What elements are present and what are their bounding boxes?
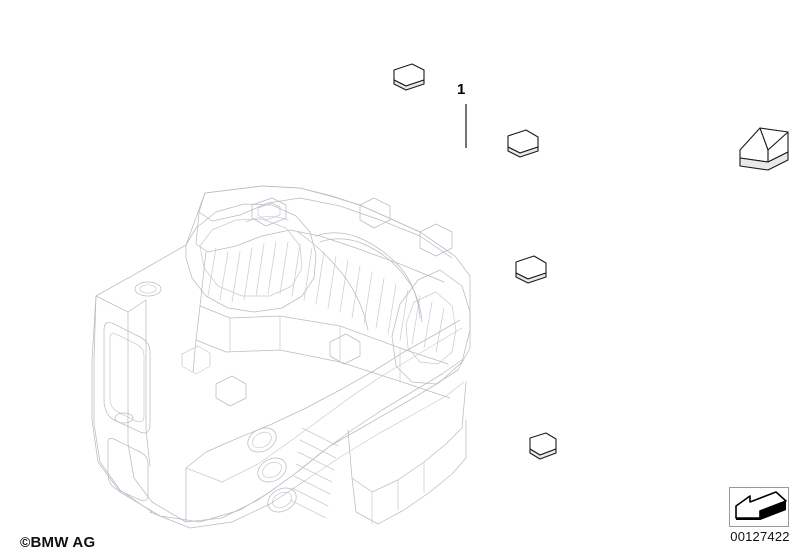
callout-label-1: 1 <box>457 81 466 98</box>
rotate-arrow-icon <box>735 491 787 520</box>
view-indicator-box <box>729 487 789 527</box>
copyright-symbol: © <box>20 534 31 550</box>
connector-clip-lower <box>529 432 557 460</box>
connector-plug-right <box>739 127 789 171</box>
hvac-unit-body <box>91 185 471 529</box>
part-number-label: 00127422 <box>730 529 790 544</box>
view-indicator-block: 00127422 <box>729 487 791 552</box>
connector-clip-left <box>515 255 547 284</box>
copyright-notice: ©BMW AG <box>20 534 95 551</box>
connector-clip-mid <box>507 129 539 158</box>
harness-main-runs <box>141 20 750 548</box>
copyright-owner: BMW AG <box>30 534 96 551</box>
connector-clip-top <box>393 63 425 91</box>
